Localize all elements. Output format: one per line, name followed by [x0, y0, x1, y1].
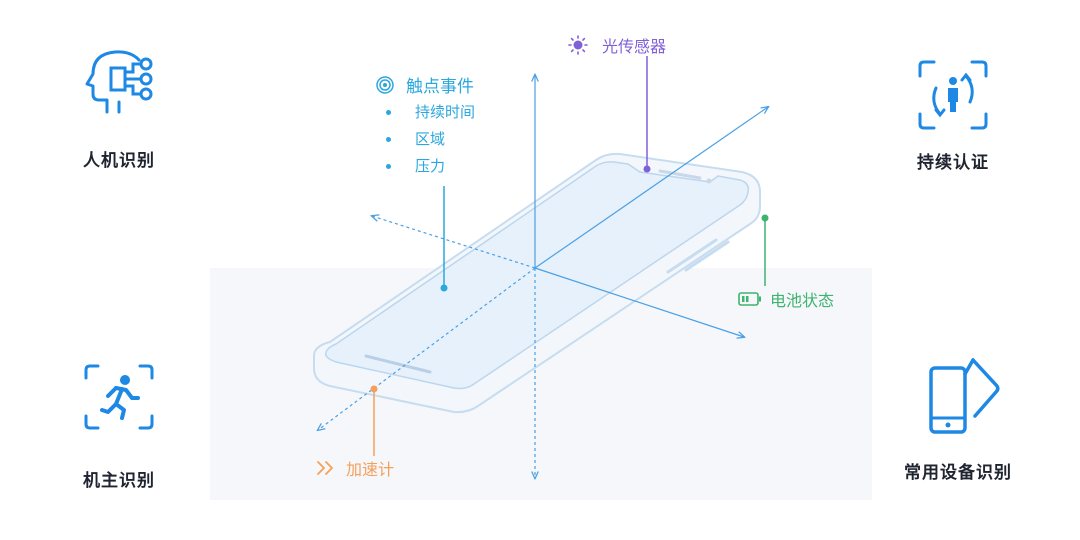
- sun-icon: [568, 35, 588, 55]
- double-chevron-right-icon: [317, 461, 333, 475]
- accelerometer-leader: [370, 385, 378, 456]
- touch-events-title: 触点事件: [406, 77, 474, 97]
- multiple-phones-icon: [929, 358, 1000, 434]
- feature-device-recognition: 常用设备识别: [888, 356, 1028, 483]
- feature-label: 常用设备识别: [904, 463, 1012, 483]
- phone-illustration: [313, 152, 761, 414]
- light-sensor-callout: 光传感器: [568, 33, 666, 57]
- list-item: 压力: [376, 153, 475, 180]
- bullet-icon: [386, 164, 391, 169]
- target-rings-icon: [376, 75, 394, 94]
- battery-leader: [761, 214, 769, 286]
- battery-icon: [738, 292, 761, 306]
- feature-label: 机主识别: [83, 471, 155, 491]
- feature-human-machine: 人机识别: [64, 46, 174, 171]
- touch-events-callout: 触点事件 持续时间 区域 压力: [376, 72, 475, 180]
- feature-label: 持续认证: [917, 153, 989, 173]
- list-item: 持续时间: [376, 99, 475, 126]
- ai-head-circuit-icon: [85, 50, 153, 114]
- light-sensor-leader: [643, 56, 651, 173]
- coordinate-axes: [318, 75, 768, 478]
- accelerometer-callout: 加速计: [316, 456, 394, 480]
- list-item: 区域: [376, 126, 475, 153]
- touch-leader: [440, 186, 448, 292]
- bullet-icon: [386, 110, 391, 115]
- light-sensor-label: 光传感器: [602, 37, 667, 56]
- running-person-frame-icon: [84, 364, 154, 430]
- user-rotate-frame-icon: [918, 60, 988, 130]
- feature-owner-recognition: 机主识别: [64, 362, 174, 491]
- battery-callout: 电池状态: [738, 287, 834, 311]
- feature-continuous-auth: 持续认证: [898, 58, 1008, 173]
- battery-label: 电池状态: [770, 291, 835, 310]
- touch-events-list: 持续时间 区域 压力: [376, 99, 475, 180]
- feature-label: 人机识别: [83, 151, 155, 171]
- bullet-icon: [386, 137, 391, 142]
- accelerometer-label: 加速计: [346, 460, 395, 479]
